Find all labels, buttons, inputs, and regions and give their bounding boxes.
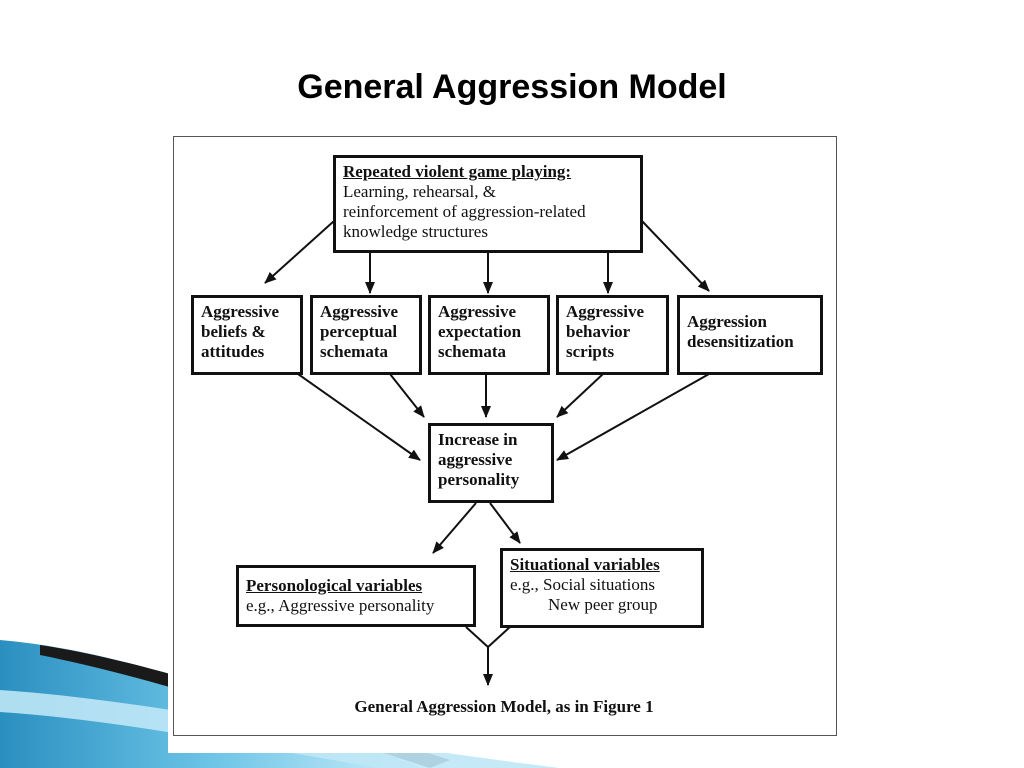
desensitization-line-2: desensitization bbox=[687, 332, 794, 351]
personality-line-3: personality bbox=[438, 470, 520, 489]
personological-heading: Personological variables bbox=[246, 576, 423, 595]
connector-arrows bbox=[264, 220, 710, 686]
arrow-beliefs-to-personality bbox=[297, 373, 421, 461]
perceptual-line-3: schemata bbox=[320, 342, 388, 361]
personality-line-2: aggressive bbox=[438, 450, 513, 469]
situational-variables-box: Situational variables e.g., Social situa… bbox=[500, 548, 704, 628]
arrow-top-to-desensitization bbox=[641, 220, 710, 292]
arrow-personality-to-situational bbox=[489, 502, 521, 544]
expectation-line-1: Aggressive bbox=[438, 302, 517, 321]
arrow-behavior-to-personality bbox=[556, 373, 604, 418]
aggressive-perceptual-box: Aggressive perceptual schemata bbox=[310, 295, 422, 375]
situational-heading: Situational variables bbox=[510, 555, 660, 574]
expectation-line-2: expectation bbox=[438, 322, 522, 341]
top-box-line-2: reinforcement of aggression-related bbox=[343, 202, 586, 221]
desensitization-line-1: Aggression bbox=[687, 312, 767, 331]
arrow-top-to-beliefs bbox=[264, 220, 335, 284]
figure-frame bbox=[173, 136, 837, 736]
perceptual-line-2: perceptual bbox=[320, 322, 398, 341]
repeated-violent-game-box: Repeated violent game playing: Learning,… bbox=[333, 155, 643, 253]
personological-variables-box: Personological variables e.g., Aggressiv… bbox=[236, 565, 476, 627]
personality-line-1: Increase in bbox=[438, 430, 518, 449]
behavior-line-1: Aggressive bbox=[566, 302, 645, 321]
slide-title: General Aggression Model bbox=[297, 68, 727, 106]
beliefs-line-2: beliefs & bbox=[201, 322, 266, 341]
arrow-personality-to-personological bbox=[432, 502, 477, 554]
arrow-desensitization-to-personality bbox=[556, 373, 710, 461]
beliefs-line-3: attitudes bbox=[201, 342, 265, 361]
aggression-model-figure: Repeated violent game playing: Learning,… bbox=[168, 133, 840, 753]
aggression-desensitization-box: Aggression desensitization bbox=[677, 295, 823, 375]
aggressive-beliefs-box: Aggressive beliefs & attitudes bbox=[191, 295, 303, 375]
arrow-perceptual-to-personality bbox=[389, 373, 425, 418]
situational-line-2: New peer group bbox=[548, 595, 658, 614]
behavior-line-2: behavior bbox=[566, 322, 631, 341]
behavior-line-3: scripts bbox=[566, 342, 615, 361]
top-box-line-1: Learning, rehearsal, & bbox=[343, 182, 496, 201]
personological-line-1: e.g., Aggressive personality bbox=[246, 596, 435, 615]
merge-line bbox=[465, 626, 511, 649]
perceptual-line-1: Aggressive bbox=[320, 302, 399, 321]
increase-personality-box: Increase in aggressive personality bbox=[428, 423, 554, 503]
aggressive-behavior-box: Aggressive behavior scripts bbox=[556, 295, 669, 375]
repeated-violent-game-heading: Repeated violent game playing: bbox=[343, 162, 572, 181]
top-box-line-3: knowledge structures bbox=[343, 222, 488, 241]
situational-line-1: e.g., Social situations bbox=[510, 575, 655, 594]
beliefs-line-1: Aggressive bbox=[201, 302, 280, 321]
aggressive-expectation-box: Aggressive expectation schemata bbox=[428, 295, 550, 375]
figure-caption: General Aggression Model, as in Figure 1 bbox=[354, 697, 654, 716]
expectation-line-3: schemata bbox=[438, 342, 506, 361]
